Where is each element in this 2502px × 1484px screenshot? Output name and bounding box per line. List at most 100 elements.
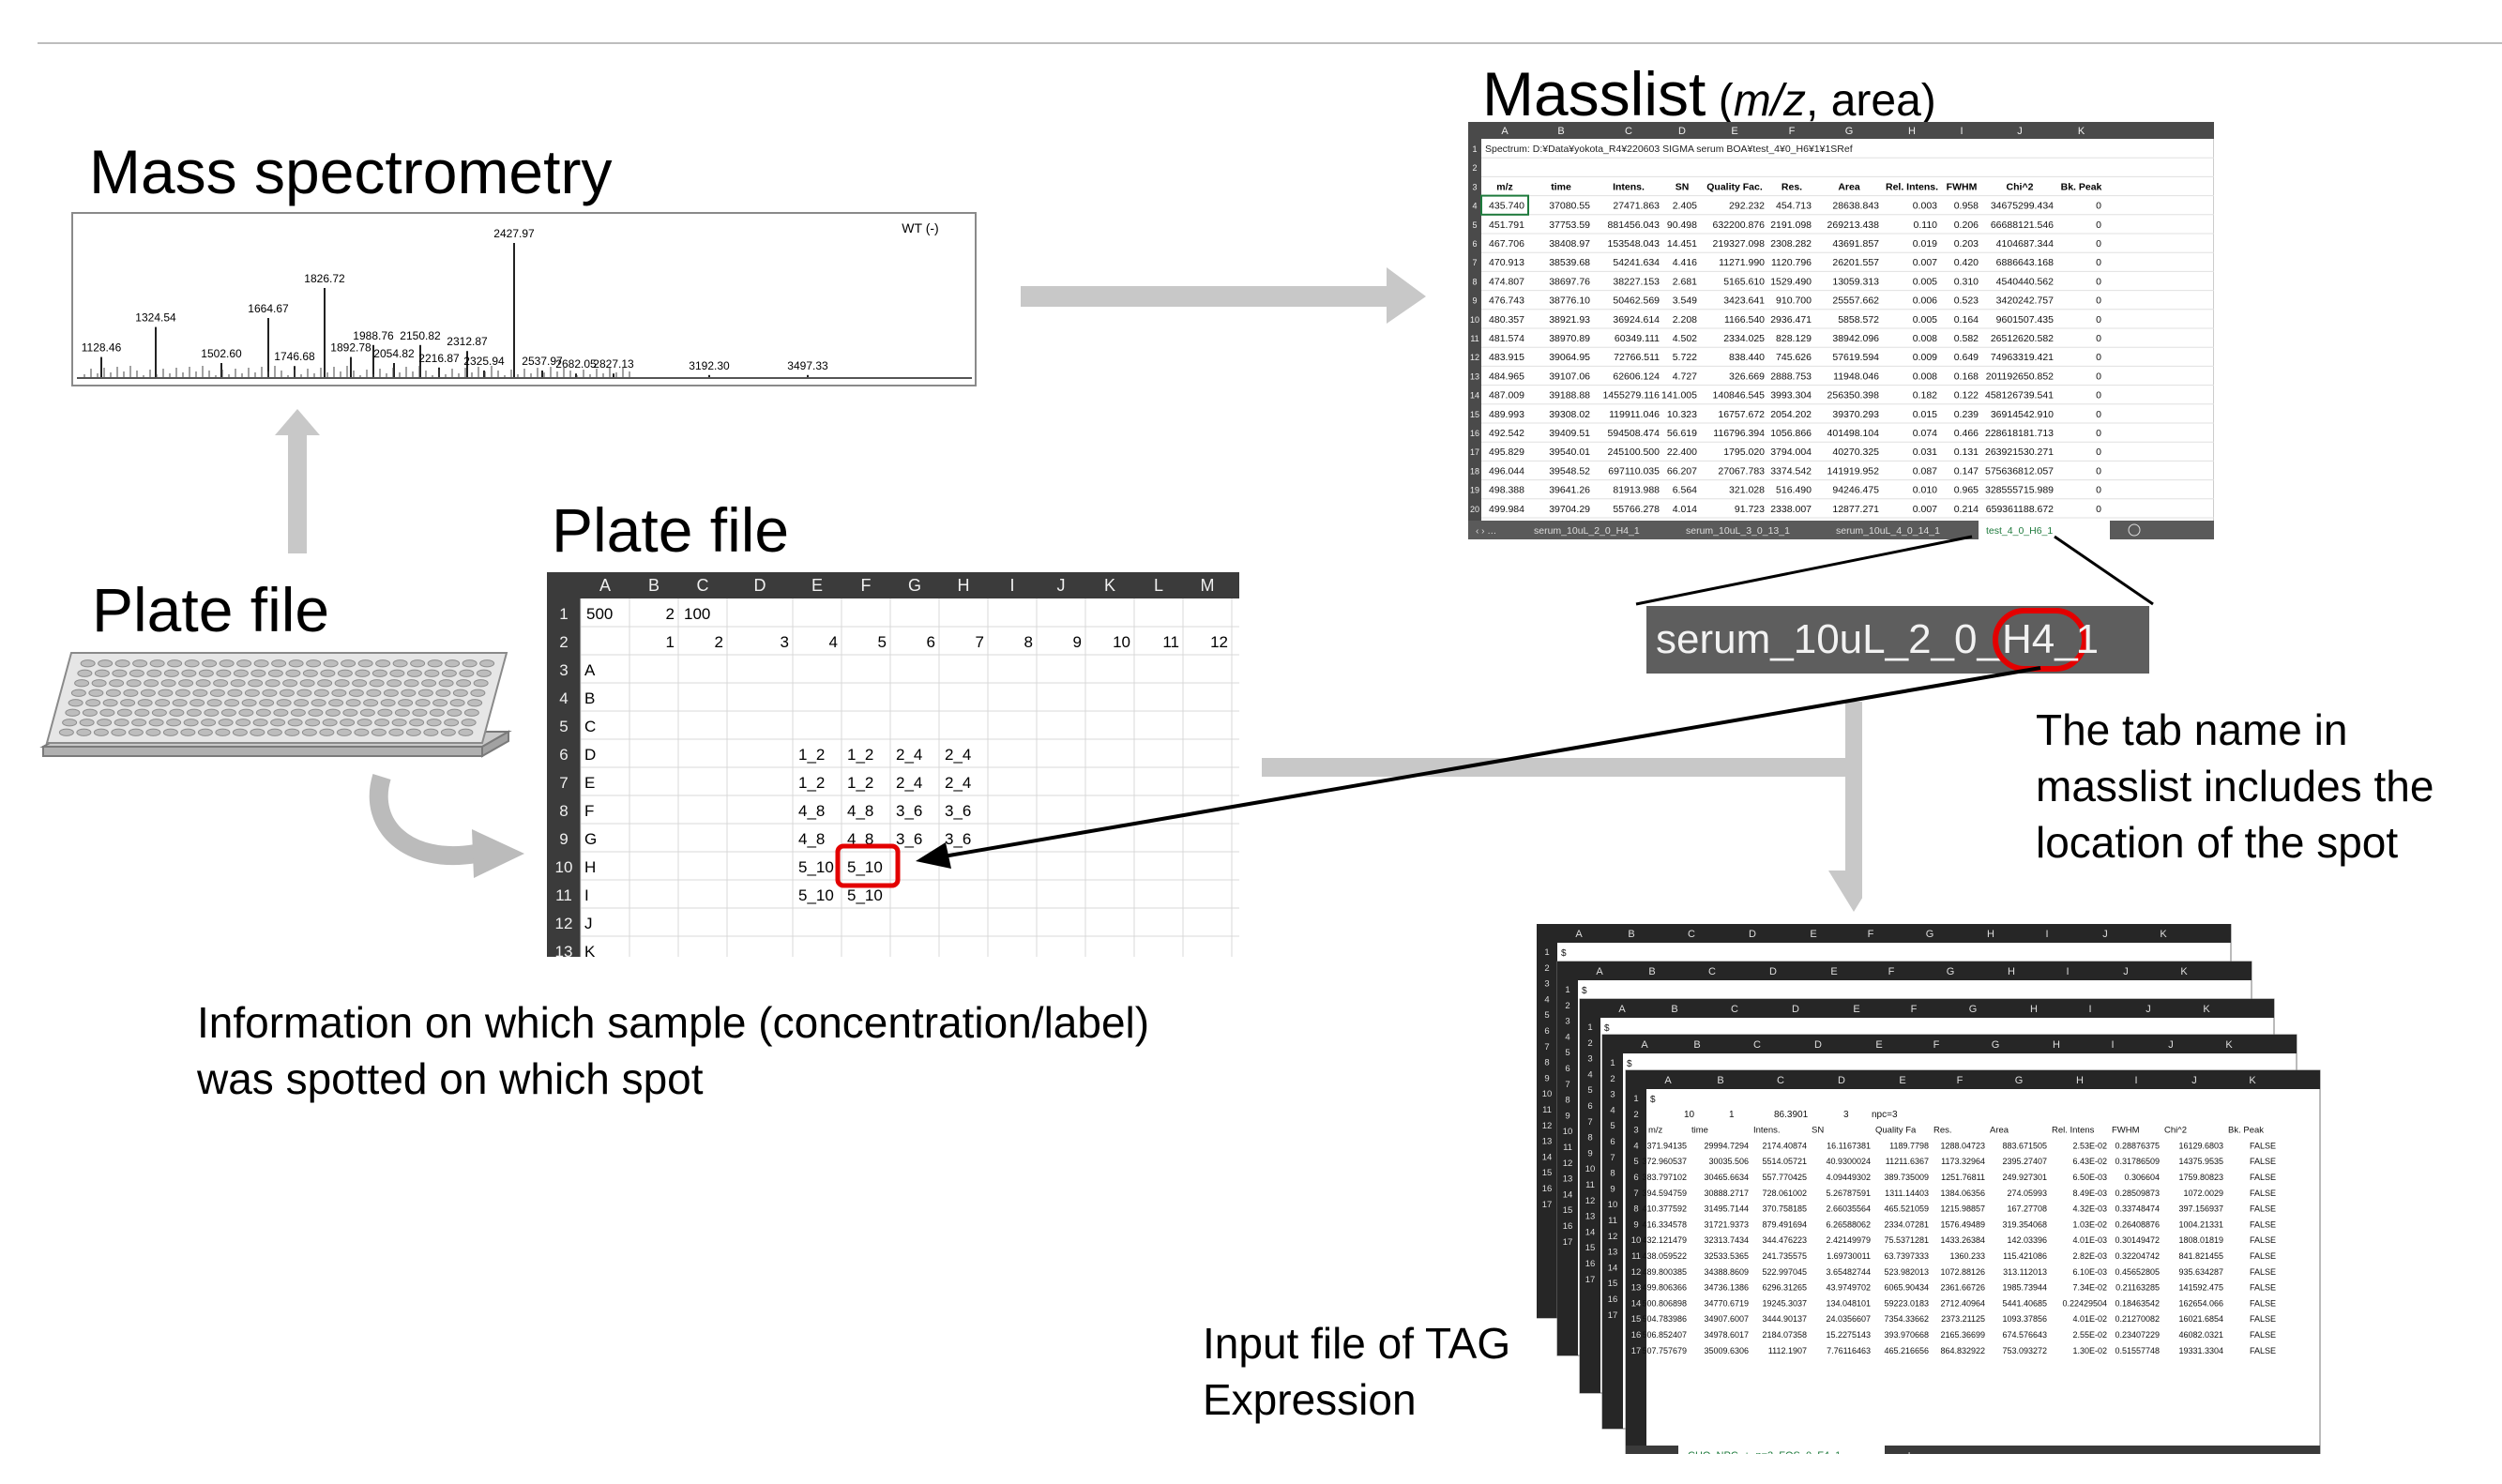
tag-cell: FALSE [2250, 1173, 2276, 1182]
plate-cell: K [584, 943, 596, 957]
plate-sample-cell: 3_6 [945, 802, 971, 820]
tag-cell: 522.997045 [1762, 1267, 1807, 1277]
masslist-cell: 3993.304 [1770, 390, 1812, 401]
spectrum-peak-label: 1892.78 [330, 341, 372, 355]
plate-column-header: B [648, 576, 660, 595]
plate-cell: 11 [1162, 633, 1179, 651]
tag-row-number: 17 [1608, 1310, 1618, 1321]
masslist-row-number: 9 [1472, 296, 1477, 306]
plate-well [144, 679, 159, 688]
masslist-cell: 0 [2096, 314, 2101, 326]
plate-well [77, 669, 93, 677]
mass-spectrum-plot: 1128.461324.541502.601664.671746.681826.… [71, 212, 977, 386]
tag-meta-cell: 1 [1729, 1110, 1735, 1120]
tag-column-header: B [1671, 1004, 1677, 1015]
tag-row-header-bar [1602, 1053, 1623, 1429]
tag-cell: 5.26787591 [1826, 1189, 1871, 1198]
masslist-column-header: D [1678, 126, 1686, 137]
tag-row-number: 15 [1608, 1279, 1618, 1289]
masslist-cell: 219327.098 [1713, 238, 1766, 250]
tag-row-number: 17 [1631, 1346, 1642, 1356]
tag-cell: 1215.98857 [1940, 1204, 1985, 1214]
tag-cell: 32313.7434 [1704, 1235, 1749, 1245]
tag-cell: 438.059522 [1642, 1251, 1687, 1261]
tag-cell: FALSE [2250, 1189, 2276, 1198]
tag-cell: 2712.40964 [1940, 1298, 1985, 1308]
masslist-tab: serum_10uL_4_0_14_1 [1836, 525, 1940, 537]
plate-well [111, 728, 127, 736]
plate-well [352, 679, 368, 688]
masslist-cell: 328555715.989 [1985, 485, 2054, 496]
masslist-cell: 0.206 [1954, 220, 1979, 231]
plate-well [112, 669, 128, 677]
tag-cell: 6.10E-03 [2072, 1267, 2107, 1277]
masslist-cell: 119911.046 [1609, 409, 1660, 420]
tag-cell: 883.671505 [2002, 1141, 2047, 1150]
masslist-cell: 25557.662 [1832, 295, 1879, 307]
plate-well [290, 708, 306, 717]
plate-well [476, 669, 492, 677]
tag-caption: Input file of TAG Expression [1203, 1315, 1510, 1428]
plate-well [432, 699, 448, 707]
masslist-cell: 16757.672 [1718, 409, 1765, 420]
plate-cell: 8 [1024, 633, 1033, 651]
plate-column-header: G [908, 576, 921, 595]
plate-cell: 500 [586, 605, 613, 623]
masslist-cell: 38408.97 [1549, 238, 1590, 250]
plate-well [227, 689, 243, 697]
tag-cell: 75.5371281 [1884, 1235, 1929, 1245]
plate-well [109, 679, 125, 688]
tag-cell: 0.28876375 [2115, 1141, 2160, 1150]
tag-cell: 1360.233 [1949, 1251, 1985, 1261]
plate-well [166, 719, 182, 727]
plate-well [270, 719, 286, 727]
plate-sample-cell: 3_6 [945, 830, 971, 848]
tag-cell: 674.576643 [2002, 1330, 2047, 1340]
plate-well [377, 708, 393, 717]
masslist-cell: 39641.26 [1549, 485, 1590, 496]
tag-cell: 1433.26384 [1940, 1235, 1985, 1245]
masslist-cell: 38921.93 [1549, 314, 1590, 326]
masslist-row-number: 19 [1470, 486, 1479, 495]
plate-cell: 12 [1210, 633, 1228, 651]
plate-well [325, 708, 341, 717]
tag-column-header: E [1830, 966, 1837, 977]
tag-header-cell: Chi^2 [2164, 1126, 2187, 1136]
plate-well [462, 659, 478, 668]
plate-well [202, 659, 218, 668]
plate-well [392, 659, 408, 668]
tag-row-number: 7 [1633, 1189, 1638, 1199]
masslist-cell: 470.913 [1489, 257, 1524, 268]
masslist-cell: 9601507.435 [1996, 314, 2054, 326]
tag-cell: 432.121479 [1642, 1235, 1687, 1245]
tag-row-number: 1 [1587, 1022, 1592, 1033]
spectrum-peak-label: 2054.82 [373, 347, 415, 360]
masslist-cell: 0 [2096, 238, 2101, 250]
tag-column-header: B [1628, 929, 1634, 940]
tag-cell: 1985.73944 [2002, 1283, 2047, 1293]
tag-row-number: 12 [1585, 1196, 1596, 1206]
spectrum-frame [71, 212, 977, 386]
tag-row-number: 5 [1587, 1085, 1592, 1096]
tag-cell: 59223.0183 [1884, 1298, 1929, 1308]
plate-well [126, 679, 142, 688]
tag-column-header: F [1911, 1004, 1918, 1015]
tag-column-header: K [2249, 1075, 2256, 1086]
masslist-header-cell: time [1551, 181, 1571, 192]
spectrum-peak-label: 1324.54 [135, 311, 176, 325]
masslist-cell: 36914542.910 [1991, 409, 2054, 420]
tag-row-number: 14 [1542, 1152, 1553, 1162]
tag-cell: FALSE [2250, 1330, 2276, 1340]
masslist-row-number: 20 [1470, 505, 1479, 514]
masslist-row-number: 6 [1472, 239, 1477, 249]
tag-cell: 1311.14403 [1885, 1189, 1929, 1198]
plate-well [183, 719, 199, 727]
masslist-cell: 38697.76 [1549, 276, 1590, 287]
plate-well [334, 679, 350, 688]
masslist-cell: 495.829 [1489, 447, 1524, 458]
tag-column-header: D [1749, 929, 1756, 940]
tag-cell: 370.758185 [1762, 1204, 1807, 1214]
masslist-cell: 467.706 [1489, 238, 1524, 250]
arrow-to-masslist [1021, 267, 1426, 324]
